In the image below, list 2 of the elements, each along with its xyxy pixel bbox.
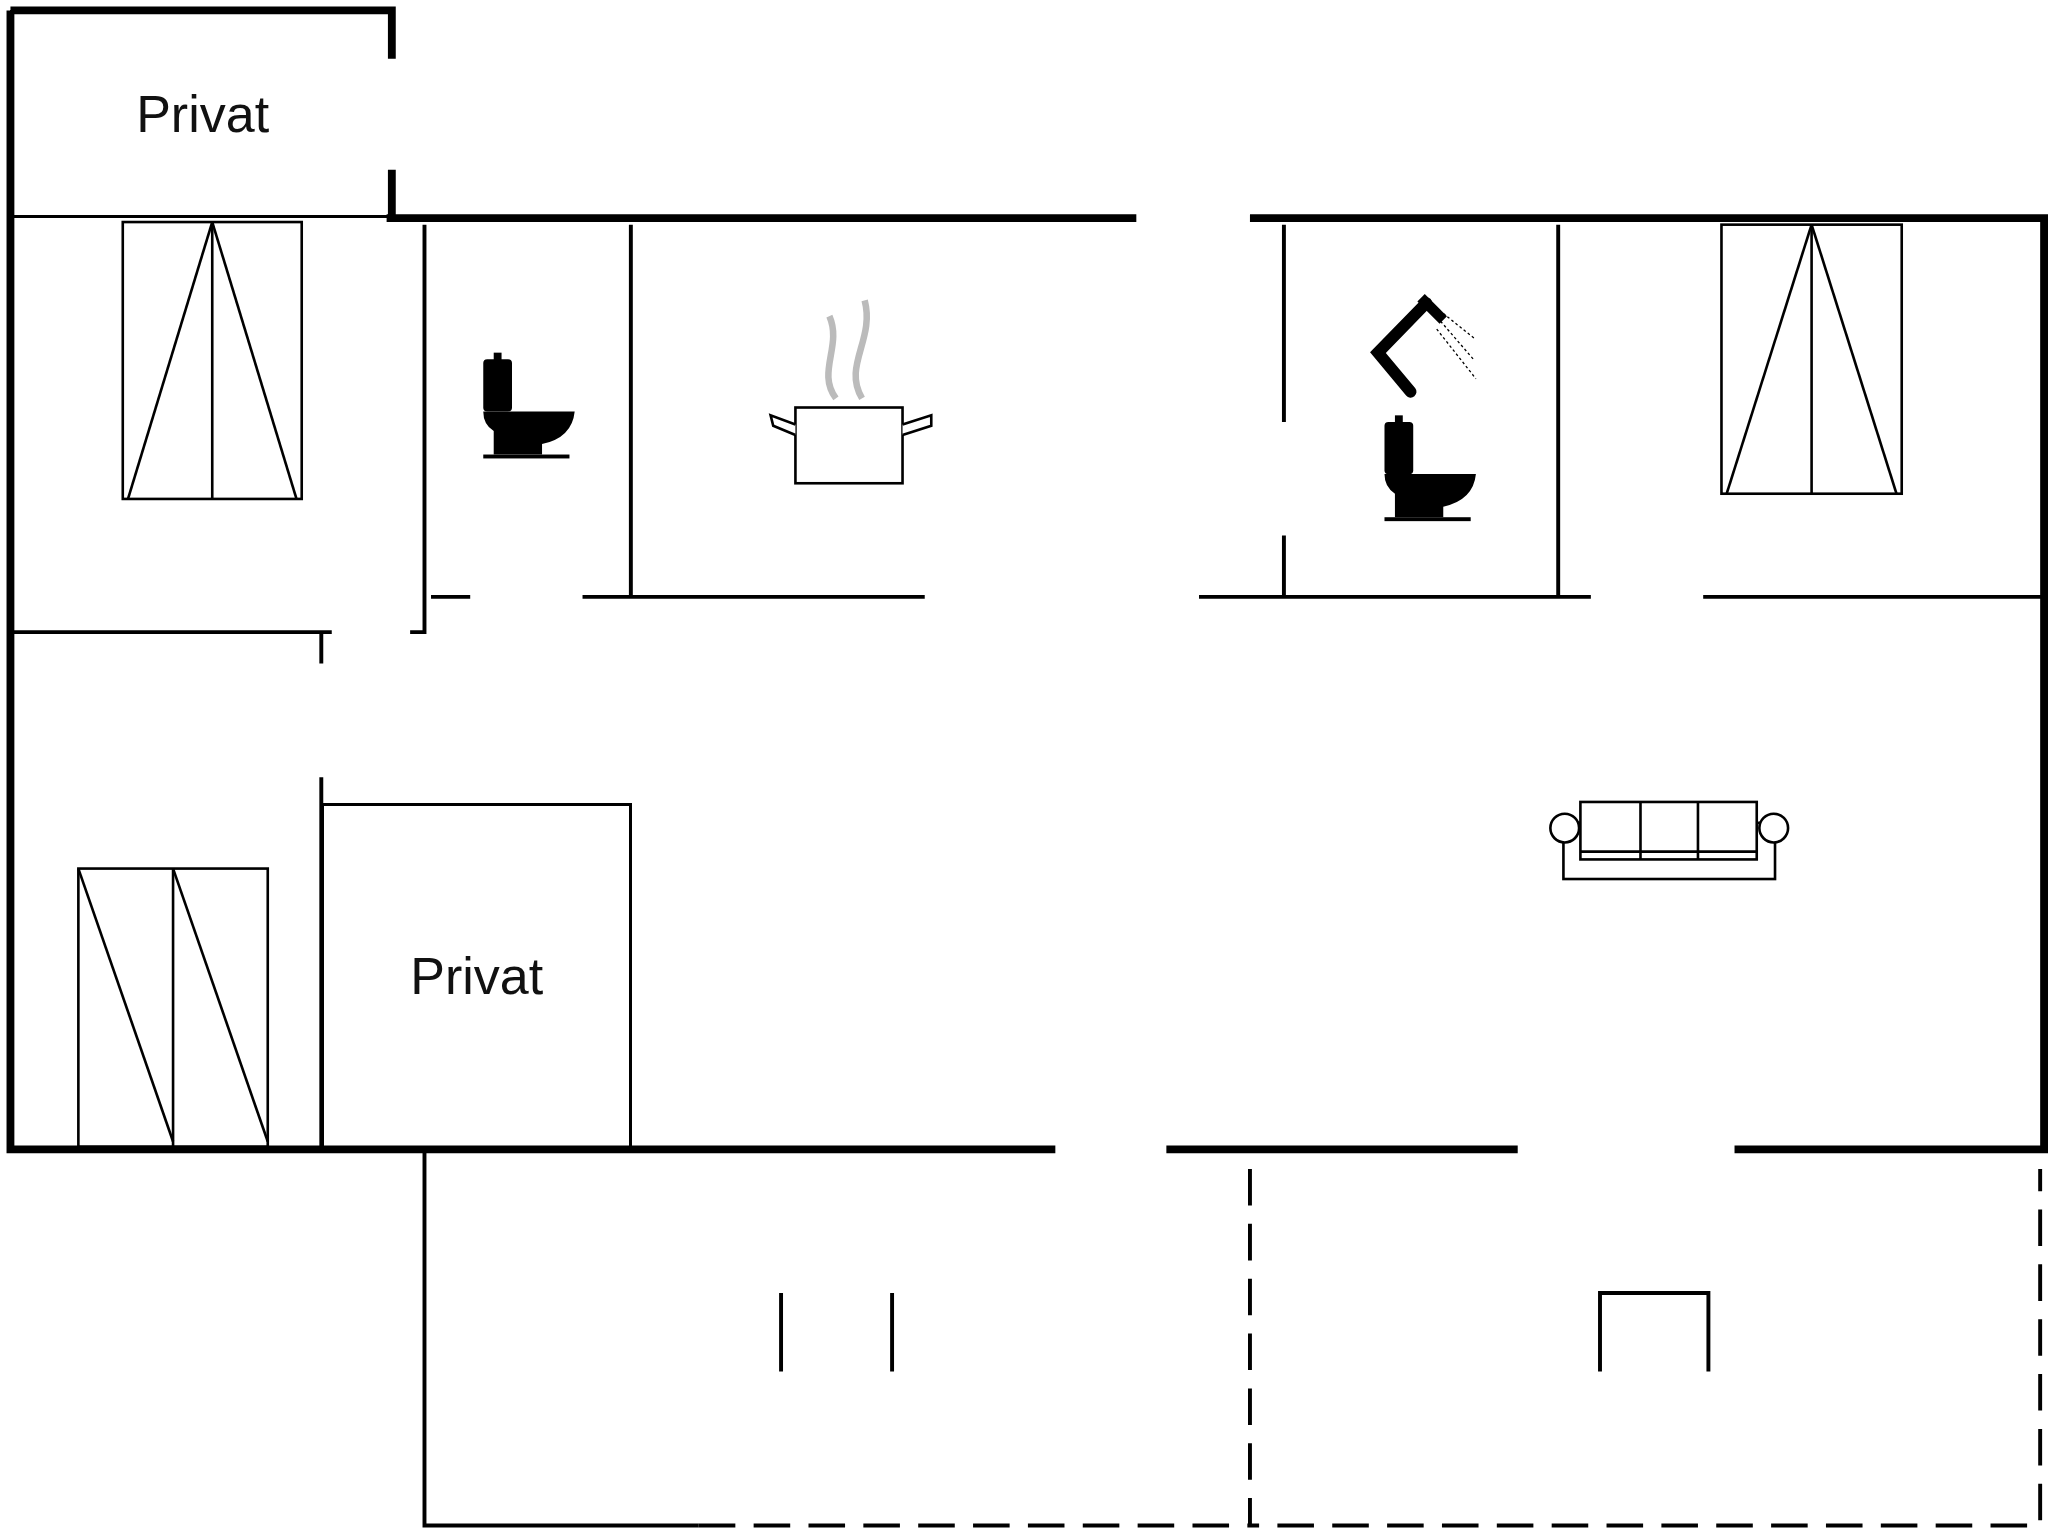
room-label: Privat (410, 946, 544, 1007)
room-label: Privat (136, 84, 270, 145)
